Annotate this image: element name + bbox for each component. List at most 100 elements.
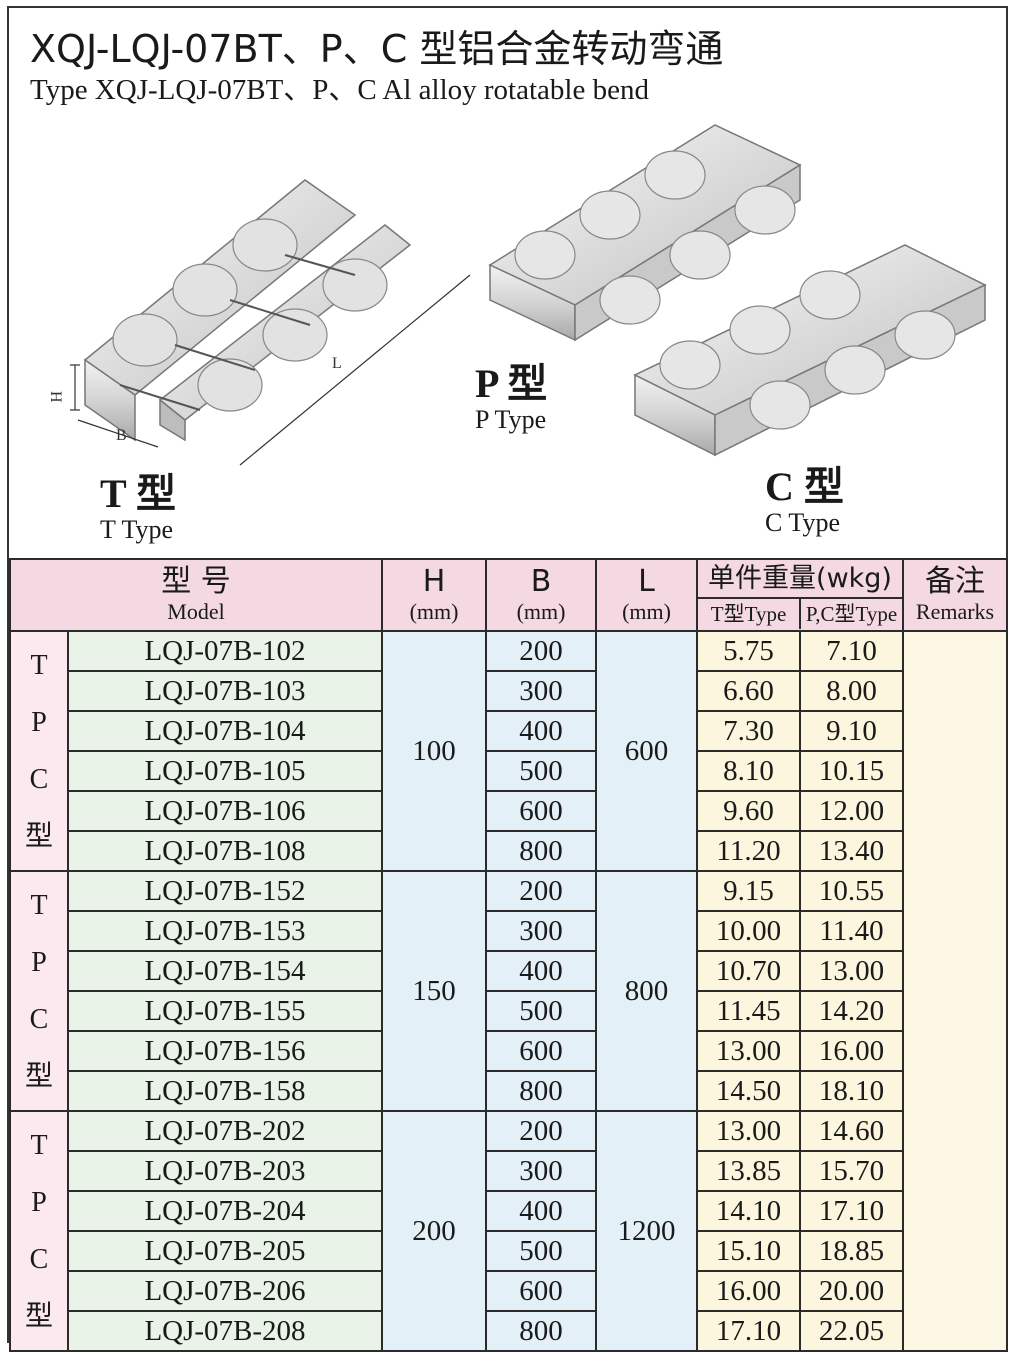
- weight-pc-cell: 13.00: [799, 950, 905, 992]
- group-type-char: T: [30, 650, 48, 681]
- c-type-label-zh: C 型: [765, 464, 844, 509]
- model-cell: LQJ-07B-104: [66, 710, 384, 752]
- weight-t-cell: 13.00: [696, 1110, 802, 1152]
- c-type-label-en: C Type: [765, 508, 840, 537]
- weight-pc-cell: 22.05: [799, 1310, 905, 1352]
- model-cell: LQJ-07B-108: [66, 830, 384, 872]
- b-cell: 300: [485, 910, 598, 952]
- weight-t-cell: 9.60: [696, 790, 802, 832]
- weight-pc-cell: 18.10: [799, 1070, 905, 1112]
- b-cell: 400: [485, 950, 598, 992]
- weight-pc-cell: 8.00: [799, 670, 905, 712]
- b-cell: 300: [485, 670, 598, 712]
- l-cell: 800: [595, 870, 699, 1112]
- weight-t-cell: 15.10: [696, 1230, 802, 1272]
- weight-pc-cell: 10.55: [799, 870, 905, 912]
- dimension-b-label: B: [116, 427, 127, 444]
- product-illustrations: H B L: [47, 124, 987, 466]
- weight-t-cell: 7.30: [696, 710, 802, 752]
- model-cell: LQJ-07B-103: [66, 670, 384, 712]
- weight-header-t-type: T型Type: [699, 599, 802, 629]
- weight-t-cell: 16.00: [696, 1270, 802, 1312]
- weight-t-cell: 5.75: [696, 630, 802, 672]
- l-header-unit: (mm): [622, 599, 671, 624]
- weight-header-pc-type: P,C型Type: [805, 602, 898, 626]
- l-header: L (mm): [595, 558, 699, 632]
- weight-t-cell: 11.20: [696, 830, 802, 872]
- b-cell: 200: [485, 630, 598, 672]
- t-type-label-en: T Type: [100, 515, 174, 544]
- b-header: B (mm): [485, 558, 598, 632]
- remarks-header-en: Remarks: [915, 599, 995, 624]
- remarks-header: 备注 Remarks: [902, 558, 1009, 632]
- model-cell: LQJ-07B-204: [66, 1190, 384, 1232]
- dimension-l-label: L: [332, 355, 342, 372]
- b-cell: 500: [485, 990, 598, 1032]
- weight-pc-cell: 18.85: [799, 1230, 905, 1272]
- weight-pc-cell: 13.40: [799, 830, 905, 872]
- model-header-zh: 型 号: [161, 564, 231, 599]
- weight-pc-cell: 12.00: [799, 790, 905, 832]
- group-type-char: P: [31, 707, 47, 738]
- b-cell: 400: [485, 710, 598, 752]
- model-cell: LQJ-07B-158: [66, 1070, 384, 1112]
- weight-t-cell: 17.10: [696, 1310, 802, 1352]
- h-cell: 100: [381, 630, 488, 872]
- model-cell: LQJ-07B-152: [66, 870, 384, 912]
- model-cell: LQJ-07B-205: [66, 1230, 384, 1272]
- remarks-header-zh: 备注: [925, 564, 986, 599]
- weight-pc-cell: 16.00: [799, 1030, 905, 1072]
- b-header-label: B: [530, 564, 552, 599]
- p-type-label-zh: P 型: [475, 361, 548, 406]
- weight-t-cell: 14.10: [696, 1190, 802, 1232]
- weight-pc-cell: 20.00: [799, 1270, 905, 1312]
- h-header-label: H: [422, 564, 446, 599]
- weight-t-cell: 10.00: [696, 910, 802, 952]
- weight-t-cell: 14.50: [696, 1070, 802, 1112]
- group-type-char: P: [31, 1187, 47, 1218]
- weight-pc-cell: 11.40: [799, 910, 905, 952]
- weight-pc-cell: 14.20: [799, 990, 905, 1032]
- table-header-row: 型 号 Model H (mm) B (mm) L (mm) 单件重量(wkg)…: [8, 558, 1009, 632]
- p-type-label: P 型 P Type: [475, 362, 547, 434]
- model-cell: LQJ-07B-202: [66, 1110, 384, 1152]
- l-cell: 600: [595, 630, 699, 872]
- remarks-cell: [902, 630, 1009, 1352]
- model-cell: LQJ-07B-206: [66, 1270, 384, 1312]
- p-type-illustration: [488, 124, 802, 342]
- l-header-label: L: [638, 564, 655, 599]
- group-type-char: 型: [24, 1061, 53, 1092]
- weight-pc-cell: 7.10: [799, 630, 905, 672]
- group-type-char: C: [29, 764, 49, 795]
- group-type-char: 型: [24, 1301, 53, 1332]
- b-cell: 800: [485, 1310, 598, 1352]
- h-header: H (mm): [381, 558, 488, 632]
- weight-t-cell: 11.45: [696, 990, 802, 1032]
- weight-pc-cell: 9.10: [799, 710, 905, 752]
- h-header-unit: (mm): [409, 599, 459, 624]
- h-cell: 200: [381, 1110, 488, 1352]
- model-cell: LQJ-07B-208: [66, 1310, 384, 1352]
- model-header: 型 号 Model: [8, 558, 384, 632]
- b-cell: 200: [485, 870, 598, 912]
- model-header-en: Model: [167, 599, 225, 624]
- dimension-h-label: H: [47, 391, 64, 403]
- weight-t-cell: 9.15: [696, 870, 802, 912]
- group-type-char: T: [30, 1130, 48, 1161]
- model-cell: LQJ-07B-154: [66, 950, 384, 992]
- b-cell: 600: [485, 1030, 598, 1072]
- b-cell: 800: [485, 1070, 598, 1112]
- title-english: Type XQJ-LQJ-07BT、P、C Al alloy rotatable…: [30, 74, 649, 106]
- t-type-label: T 型 T Type: [100, 472, 176, 544]
